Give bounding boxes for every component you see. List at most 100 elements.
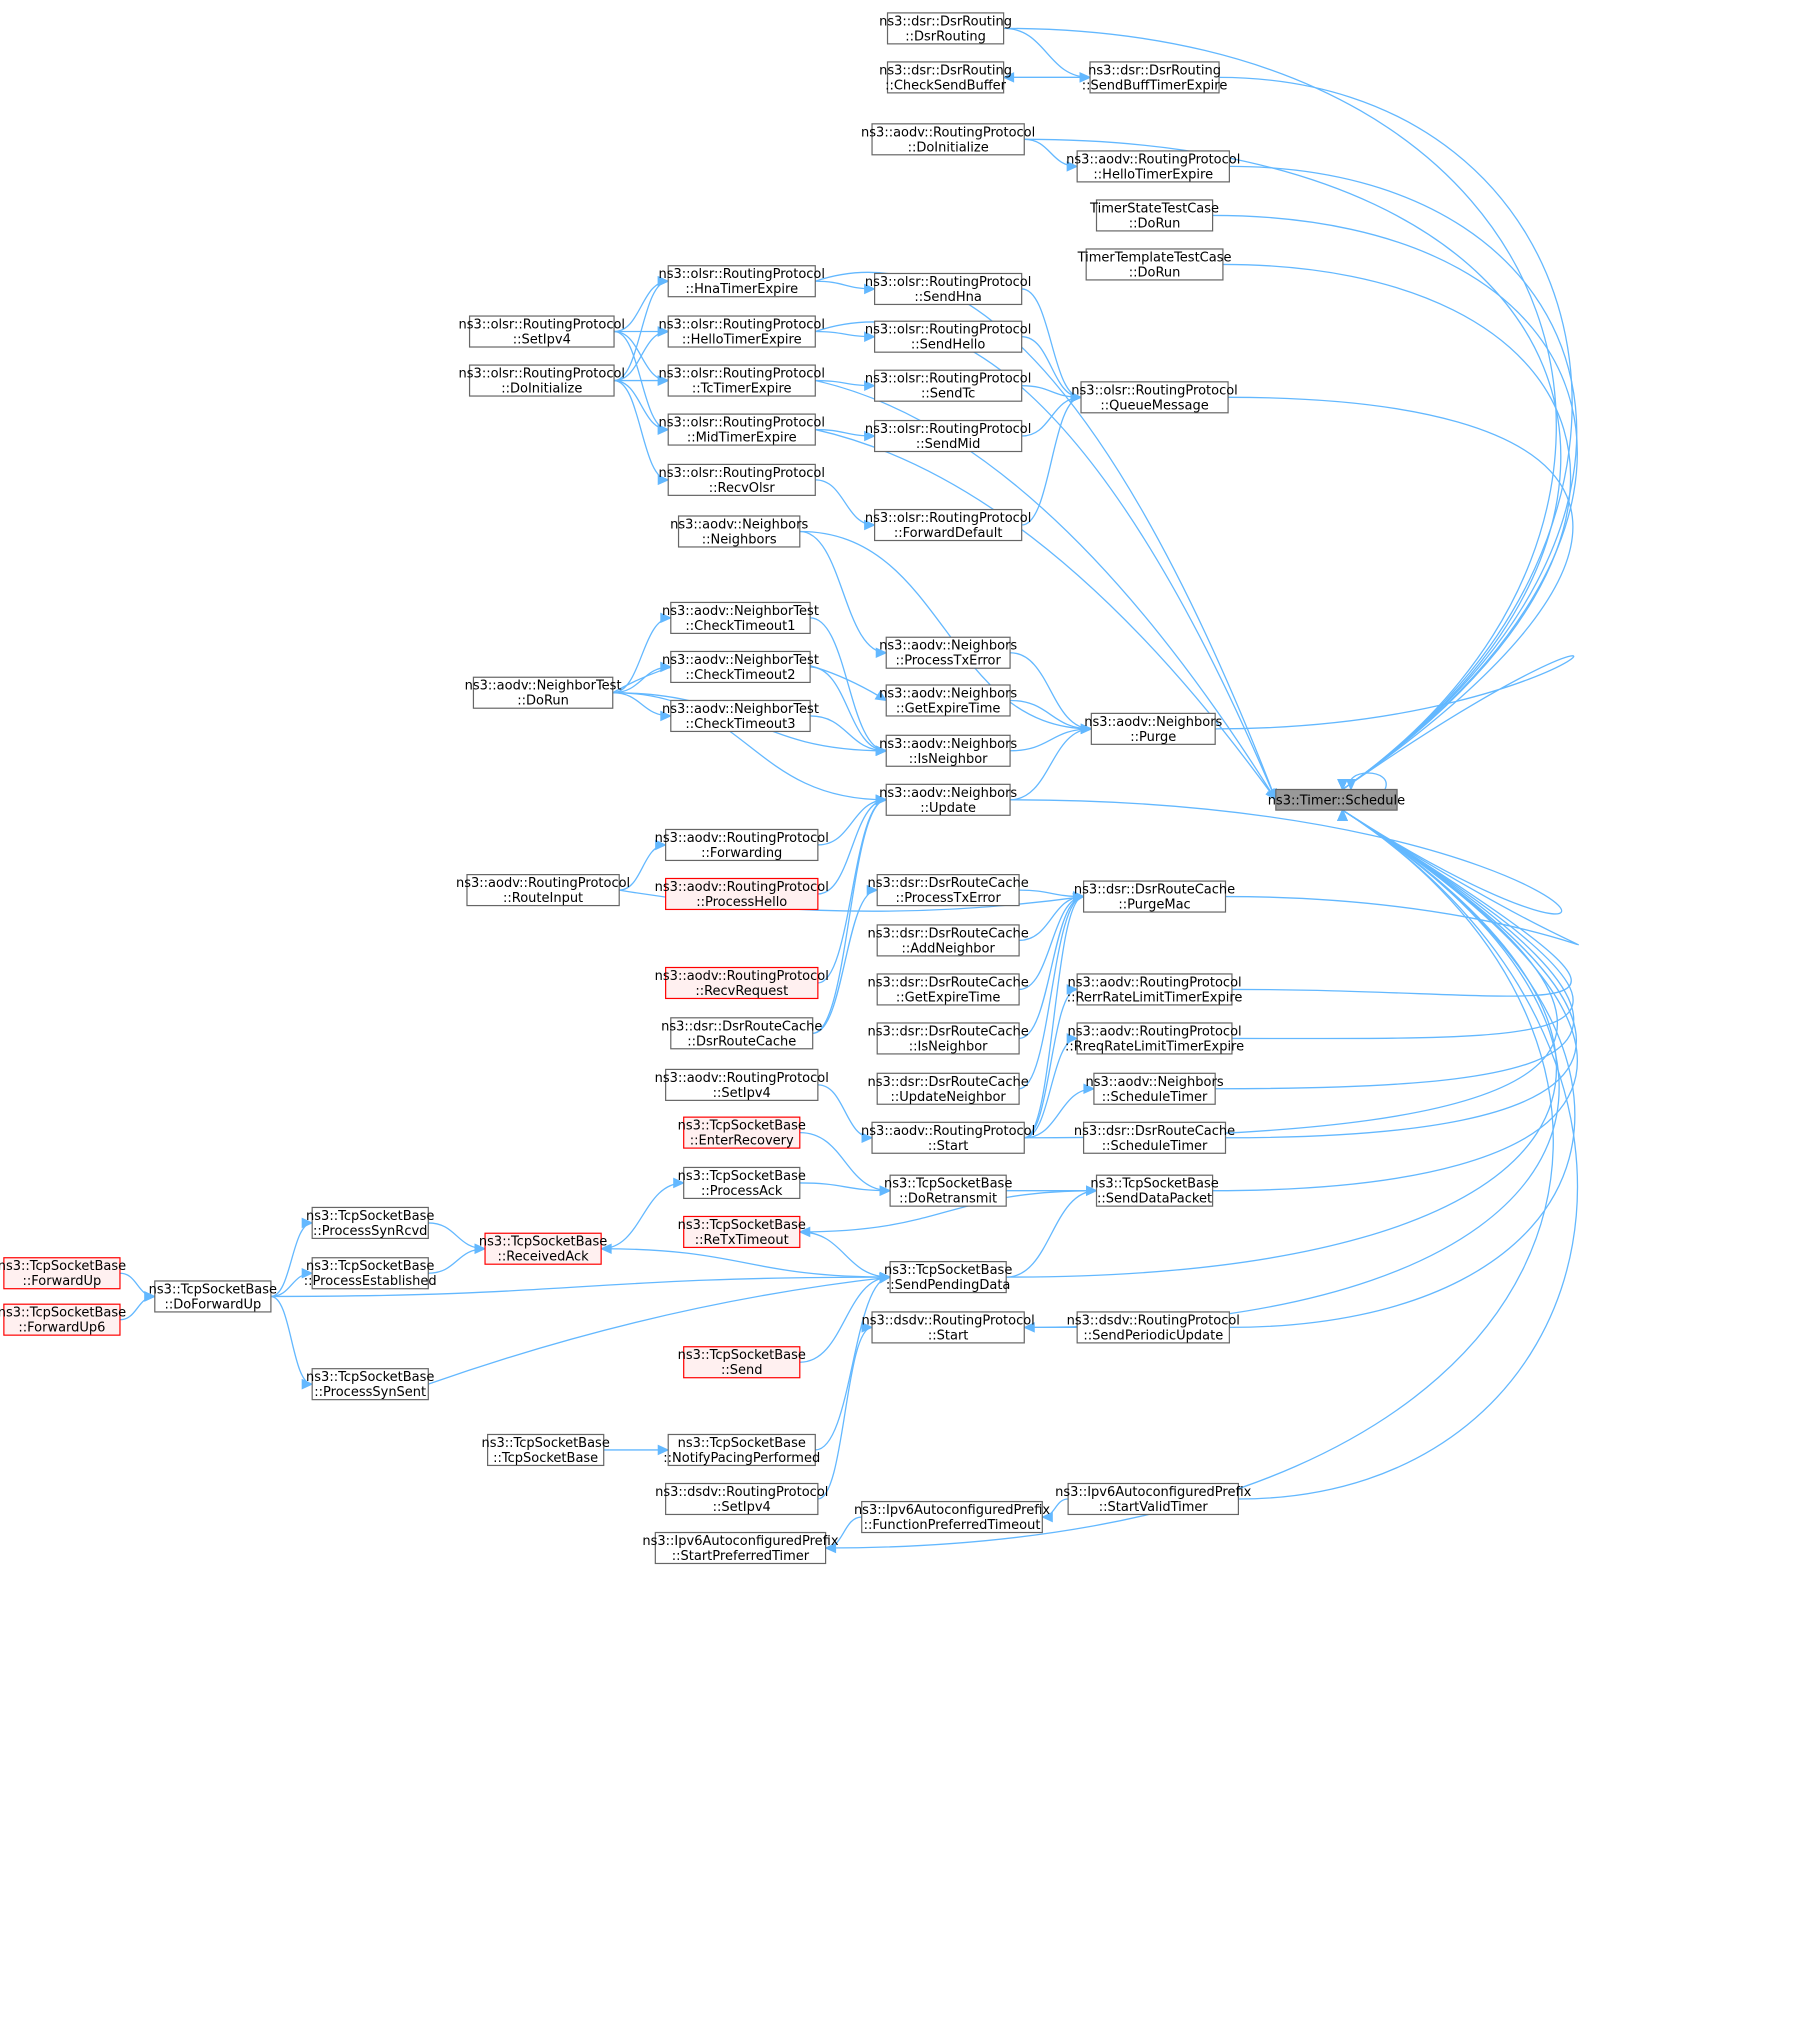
- node-label-line: ::AddNeighbor: [901, 941, 995, 956]
- node-nt-ct3[interactable]: ns3::aodv::NeighborTest::CheckTimeout3: [662, 699, 819, 733]
- node-nb-update[interactable]: ns3::aodv::Neighbors::Update: [879, 783, 1017, 816]
- node-tcp-enterrec[interactable]: ns3::TcpSocketBase::EnterRecovery: [678, 1116, 806, 1149]
- node-label-line: ::UpdateNeighbor: [891, 1090, 1007, 1105]
- node-nb-isnb[interactable]: ns3::aodv::Neighbors::IsNeighbor: [879, 734, 1017, 767]
- node-olsr-sendmid[interactable]: ns3::olsr::RoutingProtocol::SendMid: [865, 419, 1032, 453]
- node-aodv-doinit[interactable]: ns3::aodv::RoutingProtocol::DoInitialize: [861, 123, 1035, 156]
- node-tcp-synsent[interactable]: ns3::TcpSocketBase::ProcessSynSent: [306, 1368, 434, 1401]
- node-label-line: ns3::dsr::DsrRouting: [879, 63, 1012, 78]
- edge-tcp_procack-to-tcp_doretx: [799, 1182, 892, 1196]
- node-label-line: ::RerrRateLimitTimerExpire: [1067, 990, 1243, 1005]
- node-label-line: ns3::Ipv6AutoconfiguredPrefix: [1055, 1485, 1251, 1500]
- node-label-line: ::RecvOlsr: [709, 481, 776, 496]
- node-label-line: ns3::TcpSocketBase: [306, 1370, 434, 1385]
- node-tcp-dofwdup[interactable]: ns3::TcpSocketBase::DoForwardUp: [149, 1280, 277, 1313]
- node-label-line: ns3::TcpSocketBase: [884, 1177, 1012, 1192]
- node-label-line: ::IsNeighbor: [909, 1039, 988, 1054]
- node-label-line: ns3::aodv::RoutingProtocol: [1067, 1024, 1241, 1039]
- node-label-line: ::StartValidTimer: [1099, 1500, 1209, 1515]
- node-olsr-hna[interactable]: ns3::olsr::RoutingProtocol::HnaTimerExpi…: [659, 265, 826, 298]
- node-nb-ctor[interactable]: ns3::aodv::Neighbors::Neighbors: [670, 515, 808, 548]
- node-olsr-tc[interactable]: ns3::olsr::RoutingProtocol::TcTimerExpir…: [659, 364, 826, 397]
- node-drc-sched[interactable]: ns3::dsr::DsrRouteCache::ScheduleTimer: [1074, 1121, 1235, 1154]
- node-nt-ct1[interactable]: ns3::aodv::NeighborTest::CheckTimeout1: [662, 601, 819, 634]
- node-timertemplate[interactable]: TimerTemplateTestCase::DoRun: [1077, 248, 1232, 281]
- node-timerstate[interactable]: TimerStateTestCase::DoRun: [1089, 199, 1219, 232]
- node-tcp-doretx[interactable]: ns3::TcpSocketBase::DoRetransmit: [884, 1174, 1012, 1207]
- node-tcp-ctor[interactable]: ns3::TcpSocketBase::TcpSocketBase: [481, 1433, 610, 1467]
- node-olsr-fwd[interactable]: ns3::olsr::RoutingProtocol::ForwardDefau…: [865, 508, 1032, 542]
- node-tcp-senddata[interactable]: ns3::TcpSocketBase::SendDataPacket: [1090, 1174, 1219, 1207]
- node-olsr-hello[interactable]: ns3::olsr::RoutingProtocol::HelloTimerEx…: [659, 315, 826, 348]
- node-olsr-sendtc[interactable]: ns3::olsr::RoutingProtocol::SendTc: [865, 369, 1032, 402]
- node-olsr-setipv4[interactable]: ns3::olsr::RoutingProtocol::SetIpv4: [459, 315, 626, 348]
- node-label-line: ns3::TcpSocketBase: [149, 1282, 277, 1297]
- node-dsr-sendbuff[interactable]: ns3::dsr::DsrRouting::SendBuffTimerExpir…: [1082, 61, 1228, 94]
- node-aodv-setipv4[interactable]: ns3::aodv::RoutingProtocol::SetIpv4: [655, 1068, 829, 1101]
- node-nb-gexp[interactable]: ns3::aodv::Neighbors::GetExpireTime: [879, 684, 1017, 717]
- node-nt-dorun[interactable]: ns3::aodv::NeighborTest::DoRun: [465, 676, 622, 709]
- node-label-line: ns3::olsr::RoutingProtocol: [659, 416, 826, 431]
- node-olsr-sendhello[interactable]: ns3::olsr::RoutingProtocol::SendHello: [865, 320, 1032, 353]
- node-nt-ct2[interactable]: ns3::aodv::NeighborTest::CheckTimeout2: [662, 650, 819, 684]
- node-aodv-hello[interactable]: ns3::aodv::RoutingProtocol::HelloTimerEx…: [1066, 150, 1240, 183]
- node-tcp-retxto[interactable]: ns3::TcpSocketBase::ReTxTimeout: [678, 1215, 806, 1249]
- node-olsr-queue[interactable]: ns3::olsr::RoutingProtocol::QueueMessage: [1071, 381, 1238, 414]
- node-tcp-sendpend[interactable]: ns3::TcpSocketBase::SendPendingData: [884, 1261, 1012, 1294]
- node-drc-addnb[interactable]: ns3::dsr::DsrRouteCache::AddNeighbor: [868, 924, 1029, 957]
- node-v6-spt[interactable]: ns3::Ipv6AutoconfiguredPrefix::StartPref…: [642, 1531, 839, 1565]
- node-olsr-doinit[interactable]: ns3::olsr::RoutingProtocol::DoInitialize: [459, 364, 626, 397]
- edge-nt_dorun-to-nt_ct1: [612, 612, 673, 694]
- edge-timerstate-to-root: [1212, 214, 1578, 791]
- node-label-line: ns3::TcpSocketBase: [678, 1436, 806, 1451]
- node-aodv-rerr[interactable]: ns3::aodv::RoutingProtocol::RerrRateLimi…: [1067, 973, 1243, 1006]
- node-drc-ptx[interactable]: ns3::dsr::DsrRouteCache::ProcessTxError: [868, 874, 1029, 907]
- node-v6-svt[interactable]: ns3::Ipv6AutoconfiguredPrefix::StartVali…: [1055, 1482, 1252, 1516]
- node-tcp-synrcvd[interactable]: ns3::TcpSocketBase::ProcessSynRcvd: [306, 1206, 434, 1239]
- node-label-line: ::GetExpireTime: [896, 701, 1001, 716]
- node-label-line: ns3::aodv::Neighbors: [1084, 715, 1222, 730]
- node-drc-purgemac[interactable]: ns3::dsr::DsrRouteCache::PurgeMac: [1074, 880, 1235, 913]
- node-tcp-recvack[interactable]: ns3::TcpSocketBase::ReceivedAck: [479, 1232, 607, 1265]
- node-dsdv-periodic[interactable]: ns3::dsdv::RoutingProtocol::SendPeriodic…: [1067, 1311, 1240, 1344]
- node-olsr-sendhna[interactable]: ns3::olsr::RoutingProtocol::SendHna: [865, 272, 1032, 306]
- node-nb-ptx[interactable]: ns3::aodv::Neighbors::ProcessTxError: [879, 636, 1017, 669]
- node-nb-purge[interactable]: ns3::aodv::Neighbors::Purge: [1084, 712, 1223, 745]
- node-olsr-recv[interactable]: ns3::olsr::RoutingProtocol::RecvOlsr: [659, 463, 826, 496]
- node-tcp-estab[interactable]: ns3::TcpSocketBase::ProcessEstablished: [304, 1257, 437, 1290]
- node-label-line: ::DoRun: [517, 694, 569, 709]
- node-tcp-send[interactable]: ns3::TcpSocketBase::Send: [678, 1346, 806, 1379]
- node-dsdv-setipv4[interactable]: ns3::dsdv::RoutingProtocol::SetIpv4: [655, 1482, 828, 1516]
- node-dsr-checksend[interactable]: ns3::dsr::DsrRouting::CheckSendBuffer: [879, 61, 1012, 94]
- node-aodv-recvreq[interactable]: ns3::aodv::RoutingProtocol::RecvRequest: [655, 966, 829, 1000]
- node-nb-sched[interactable]: ns3::aodv::Neighbors::ScheduleTimer: [1085, 1072, 1224, 1105]
- edge-tcp_recvack-to-tcp_procack: [601, 1177, 685, 1250]
- node-drc-ctor[interactable]: ns3::dsr::DsrRouteCache::DsrRouteCache: [661, 1017, 822, 1050]
- node-label-line: ns3::aodv::RoutingProtocol: [655, 880, 829, 895]
- node-aodv-fwd[interactable]: ns3::aodv::RoutingProtocol::Forwarding: [655, 828, 829, 862]
- node-tcp-procack[interactable]: ns3::TcpSocketBase::ProcessAck: [678, 1166, 806, 1200]
- node-root[interactable]: ns3::Timer::Schedule: [1268, 788, 1405, 811]
- node-aodv-prochello[interactable]: ns3::aodv::RoutingProtocol::ProcessHello: [655, 877, 829, 911]
- node-tcp-fwdup[interactable]: ns3::TcpSocketBase::ForwardUp: [0, 1257, 126, 1290]
- node-aodv-start[interactable]: ns3::aodv::RoutingProtocol::Start: [861, 1121, 1035, 1154]
- node-dsdv-start[interactable]: ns3::dsdv::RoutingProtocol::Start: [862, 1311, 1035, 1344]
- node-drc-gexp[interactable]: ns3::dsr::DsrRouteCache::GetExpireTime: [868, 973, 1029, 1006]
- node-tcp-pacing[interactable]: ns3::TcpSocketBase::NotifyPacingPerforme…: [663, 1433, 820, 1467]
- node-aodv-routeinput[interactable]: ns3::aodv::RoutingProtocol::RouteInput: [456, 874, 630, 907]
- node-label-line: ::FunctionPreferredTimeout: [864, 1518, 1041, 1533]
- node-label-line: ns3::dsr::DsrRouteCache: [661, 1019, 822, 1034]
- node-dsr-ctor[interactable]: ns3::dsr::DsrRouting::DsrRouting: [879, 12, 1012, 45]
- node-olsr-mid[interactable]: ns3::olsr::RoutingProtocol::MidTimerExpi…: [659, 413, 826, 446]
- node-aodv-rreq[interactable]: ns3::aodv::RoutingProtocol::RreqRateLimi…: [1065, 1022, 1244, 1055]
- node-tcp-fwdup6[interactable]: ns3::TcpSocketBase::ForwardUp6: [0, 1303, 126, 1336]
- node-label-line: ::ScheduleTimer: [1102, 1139, 1208, 1154]
- node-v6-fpt[interactable]: ns3::Ipv6AutoconfiguredPrefix::FunctionP…: [854, 1500, 1050, 1534]
- node-drc-isnb[interactable]: ns3::dsr::DsrRouteCache::IsNeighbor: [868, 1022, 1029, 1055]
- node-drc-upnb[interactable]: ns3::dsr::DsrRouteCache::UpdateNeighbor: [868, 1072, 1029, 1105]
- node-label-line: ::DsrRouteCache: [687, 1034, 796, 1049]
- edge-tcp_pacing-to-tcp_sendpend: [815, 1271, 892, 1451]
- node-label-line: ns3::TcpSocketBase: [678, 1119, 806, 1134]
- node-label-line: ::TcpSocketBase: [493, 1451, 598, 1466]
- node-label-line: ns3::TcpSocketBase: [678, 1348, 806, 1363]
